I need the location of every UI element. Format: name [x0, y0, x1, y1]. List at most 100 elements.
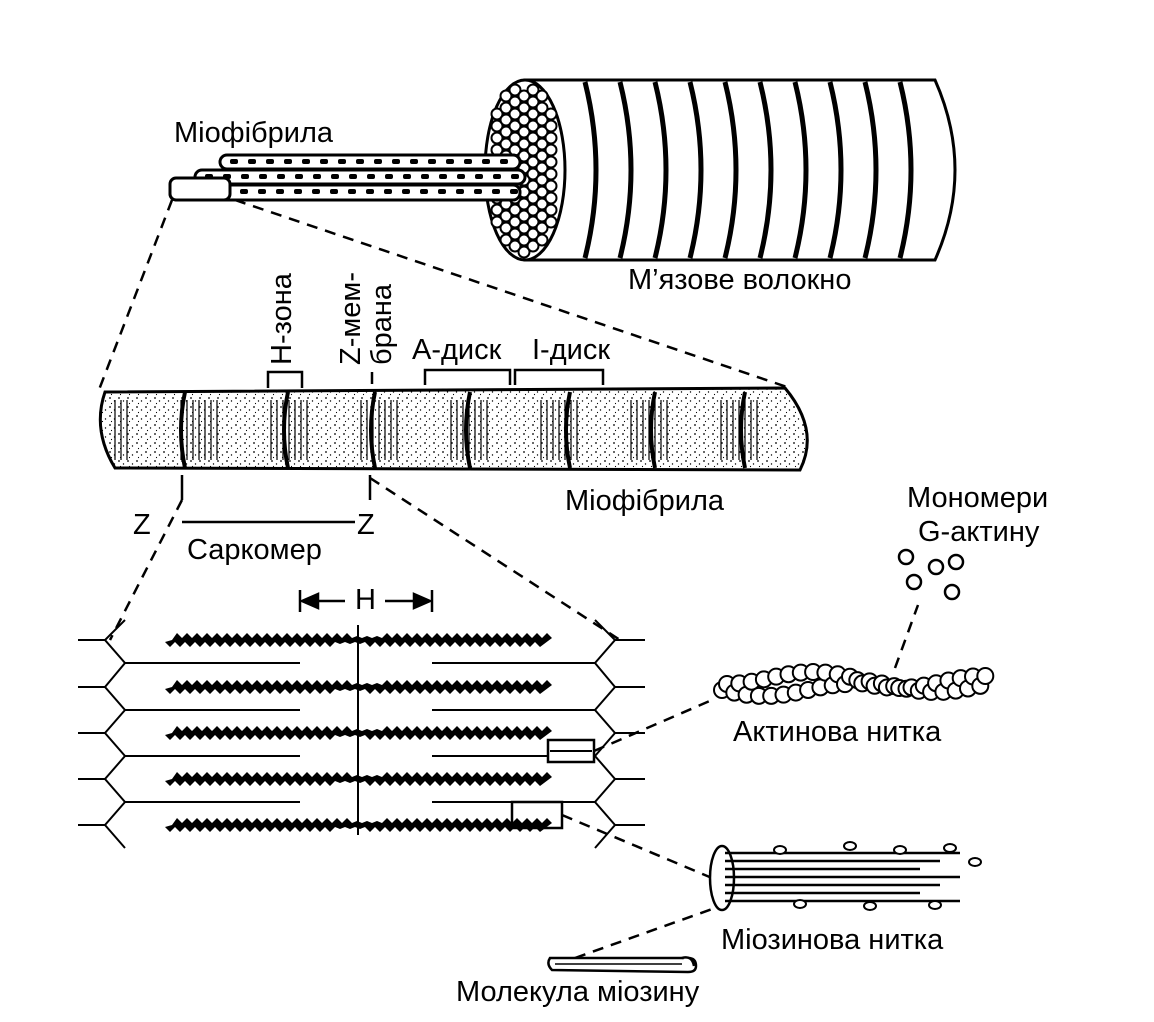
fibril-mark — [277, 174, 285, 179]
fiber-band — [617, 81, 634, 259]
actin-filament-label: Актинова нитка — [733, 716, 942, 748]
fibril-mark — [276, 189, 284, 194]
protruding-myofibrils — [168, 153, 527, 202]
fibril-mark — [295, 174, 303, 179]
z-line — [564, 391, 572, 469]
myosin-head — [893, 845, 907, 855]
a-disc-label: А-диск — [412, 334, 502, 366]
fibril-mark — [474, 189, 482, 194]
fibril-mark — [258, 189, 266, 194]
fibril-cross-section — [535, 89, 549, 103]
fibril-cross-section — [544, 215, 558, 229]
fibril-mark — [205, 174, 213, 179]
fiber-band — [582, 81, 599, 259]
fibril-cross-section — [544, 155, 558, 169]
fibril-cross-section — [544, 131, 558, 145]
fibril-cross-section — [544, 107, 558, 121]
g-actin-label-1: Мономери — [907, 482, 1049, 514]
myosin-head — [968, 857, 982, 867]
fibril-mark — [438, 189, 446, 194]
fiber-band — [757, 81, 774, 259]
muscle-fiber-label: М’язове волокно — [628, 264, 852, 296]
z-line — [739, 391, 747, 469]
fibril-mark — [439, 174, 447, 179]
myosin-head — [863, 901, 877, 911]
expansion-lines-top — [95, 198, 791, 396]
fibril-mark — [510, 189, 518, 194]
large-myofibril — [98, 386, 809, 472]
fibril-mark — [428, 159, 436, 164]
g-actin-monomers — [897, 548, 965, 601]
z-line — [649, 391, 657, 469]
i-disc-bracket — [513, 368, 605, 385]
fibril-mark — [402, 189, 410, 194]
fibril-mark — [240, 189, 248, 194]
fibril-mark — [475, 174, 483, 179]
inset-connectors — [561, 604, 920, 960]
myofibril-label-top: Міофібрила — [174, 117, 334, 149]
fibril-mark — [348, 189, 356, 194]
fibril-mark — [330, 189, 338, 194]
fibril-mark — [457, 174, 465, 179]
z-line — [179, 391, 187, 469]
fiber-band — [687, 81, 704, 259]
sarcomere-markers — [180, 475, 372, 524]
fiber-band — [827, 81, 844, 259]
myosin-head — [773, 845, 787, 855]
fibril-mark — [366, 189, 374, 194]
g-actin-label-2: G-актину — [918, 516, 1040, 548]
fibril-mark — [493, 174, 501, 179]
myosin-filament-label: Міозинова нитка — [721, 924, 944, 956]
fibril-mark — [456, 189, 464, 194]
z-right-label: Z — [357, 509, 375, 541]
fiber-band — [792, 81, 809, 259]
fibril-mark — [284, 159, 292, 164]
fibril-mark — [338, 159, 346, 164]
expansion-lines-mid — [108, 476, 621, 642]
z-line — [282, 391, 290, 469]
myosin-molecule-drawing — [547, 956, 698, 974]
fibril-cross-section — [526, 239, 540, 253]
fibril-cross-section — [544, 167, 558, 181]
fibril-cross-section — [535, 233, 549, 247]
fibril-cross-section — [490, 215, 504, 229]
fibril-mark — [259, 174, 267, 179]
myosin-filament-drawing — [708, 841, 982, 912]
fibril-mark — [392, 159, 400, 164]
fibril-mark — [356, 159, 364, 164]
fibril-mark — [294, 189, 302, 194]
fibril-cross-section — [544, 191, 558, 205]
z-line — [464, 391, 472, 469]
fibril-mark — [410, 159, 418, 164]
z-disc-right — [593, 619, 617, 849]
myosin-head — [928, 900, 942, 910]
fibril-mark — [230, 159, 238, 164]
z-left-label: Z — [133, 509, 151, 541]
fibril-cross-section — [544, 119, 558, 133]
fibril-cross-section — [517, 245, 531, 259]
fibril-mark — [248, 159, 256, 164]
fibril-mark — [374, 159, 382, 164]
fibril-cross-section — [499, 233, 513, 247]
fibril-mark — [331, 174, 339, 179]
myosin-head — [793, 899, 807, 909]
fibril-cross-section — [544, 143, 558, 157]
myosin-head — [843, 841, 857, 851]
i-disc-label: І-диск — [532, 334, 611, 366]
fibril-mark — [403, 174, 411, 179]
actin-bead — [976, 667, 995, 686]
fibril-mark — [511, 174, 519, 179]
fiber-band — [862, 81, 879, 259]
fibril-mark — [500, 159, 508, 164]
z-line — [369, 391, 377, 469]
fiber-band — [652, 81, 669, 259]
h-dimension-arrows — [298, 590, 434, 612]
fibril-mark — [367, 174, 375, 179]
actin-filament-drawing — [713, 663, 995, 705]
fibril-cross-section — [544, 179, 558, 193]
muscle-fiber — [483, 78, 957, 262]
fibril-mark — [446, 159, 454, 164]
sarcomere-detail — [78, 590, 645, 849]
fibril-mark — [482, 159, 490, 164]
